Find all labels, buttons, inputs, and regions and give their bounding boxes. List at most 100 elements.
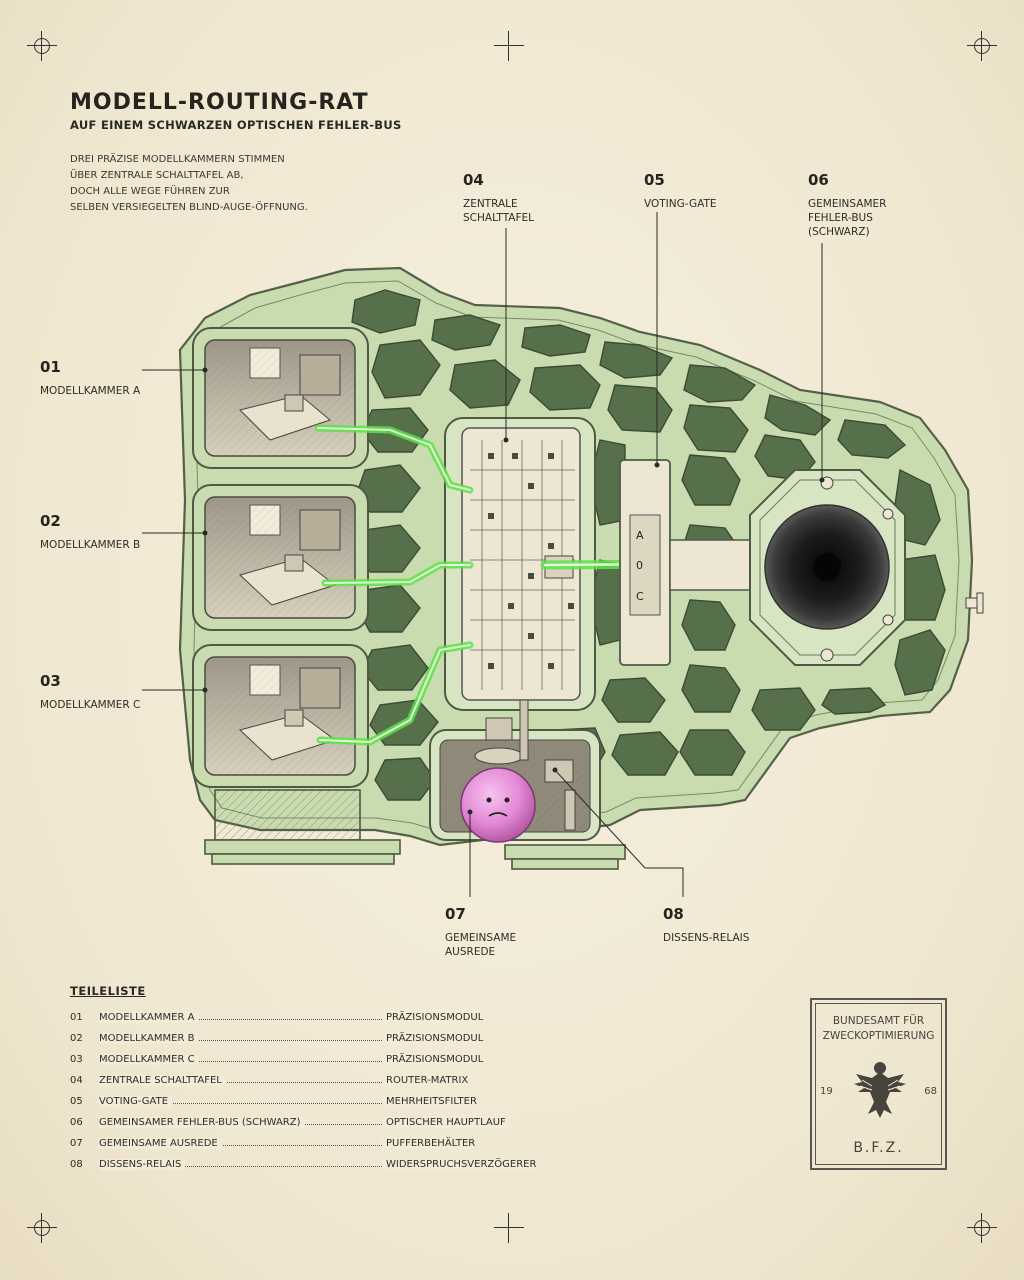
machine-feet [204, 789, 626, 870]
intro-line: DREI PRÄZISE MODELLKAMMERN STIMMEN [70, 154, 285, 165]
part-number: 01 [70, 1012, 83, 1023]
callout-number: 01 [40, 358, 61, 376]
callout-label-line: SCHALTTAFEL [463, 212, 535, 224]
callout-label-line: (SCHWARZ) [808, 226, 870, 238]
gate-letter-b: 0 [636, 559, 643, 572]
model-chamber-b [192, 484, 369, 631]
part-name: MODELLKAMMER A [99, 1012, 199, 1023]
parts-list-title: TEILELISTE [70, 984, 146, 998]
page-subtitle: AUF EINEM SCHWARZEN OPTISCHEN FEHLER-BUS [70, 118, 402, 132]
callout-label: MODELLKAMMER C [40, 698, 140, 712]
callout-08: 08 DISSENS-RELAIS [663, 905, 749, 945]
eagle-emblem-icon [854, 1062, 906, 1118]
callout-label-line: GEMEINSAME [445, 932, 517, 944]
part-number: 02 [70, 1033, 83, 1044]
callout-number: 08 [663, 905, 684, 923]
callout-06: 06 GEMEINSAMER FEHLER-BUS (SCHWARZ) [808, 171, 886, 239]
parts-row: 01 MODELLKAMMER A PRÄZISIONSMODUL [70, 1012, 540, 1033]
callout-label-line: DISSENS-RELAIS [663, 932, 750, 944]
part-desc: MEHRHEITSFILTER [382, 1096, 477, 1107]
callout-02: 02 MODELLKAMMER B [40, 512, 140, 552]
stamp-line: ZWECKOPTIMIERUNG [822, 1030, 935, 1042]
callout-number: 06 [808, 171, 829, 189]
part-number: 07 [70, 1138, 83, 1149]
callout-number: 02 [40, 512, 61, 530]
intro-text: DREI PRÄZISE MODELLKAMMERN STIMMEN ÜBER … [70, 152, 330, 216]
registration-mark-top-center [494, 31, 524, 61]
part-name-text: VOTING-GATE [99, 1096, 173, 1107]
part-name-text: GEMEINSAME AUSREDE [99, 1138, 222, 1149]
callout-label-line: ZENTRALE [463, 198, 518, 210]
parts-row: 03 MODELLKAMMER C PRÄZISIONSMODUL [70, 1054, 540, 1075]
callout-number: 03 [40, 672, 61, 690]
callout-label: GEMEINSAMER FEHLER-BUS (SCHWARZ) [808, 197, 886, 239]
callout-label-line: MODELLKAMMER A [40, 385, 141, 397]
part-name-text: ZENTRALE SCHALTTAFEL [99, 1075, 226, 1086]
stamp-initials: B.F.Z. [853, 1140, 904, 1156]
part-name: GEMEINSAMER FEHLER-BUS (SCHWARZ) [99, 1117, 305, 1128]
stamp-authority-name: BUNDESAMT FÜR ZWECKOPTIMIERUNG [812, 1014, 945, 1044]
callout-number: 07 [445, 905, 466, 923]
leader-lines [142, 212, 825, 897]
part-number: 03 [70, 1054, 83, 1065]
part-name: VOTING-GATE [99, 1096, 173, 1107]
callout-label: DISSENS-RELAIS [663, 931, 749, 945]
registration-mark-bottom-center [494, 1213, 524, 1243]
callout-label: GEMEINSAME AUSREDE [445, 931, 516, 959]
page-title: MODELL-ROUTING-RAT [70, 90, 369, 115]
part-number: 04 [70, 1075, 83, 1086]
part-name: GEMEINSAME AUSREDE [99, 1138, 222, 1149]
callout-label: VOTING-GATE [644, 197, 717, 211]
intro-line: ÜBER ZENTRALE SCHALTTAFEL AB, [70, 170, 244, 181]
part-desc: PRÄZISIONSMODUL [382, 1033, 484, 1044]
part-name-text: DISSENS-RELAIS [99, 1159, 186, 1170]
part-desc: PRÄZISIONSMODUL [382, 1054, 484, 1065]
registration-mark-bottom-left [27, 1213, 57, 1243]
callout-05: 05 VOTING-GATE [644, 171, 717, 211]
callout-07: 07 GEMEINSAME AUSREDE [445, 905, 516, 959]
callout-number: 05 [644, 171, 665, 189]
parts-row: 05 VOTING-GATE MEHRHEITSFILTER [70, 1096, 540, 1117]
callout-label-line: AUSREDE [445, 946, 496, 958]
stamp-line: BUNDESAMT FÜR [832, 1015, 925, 1027]
callout-number: 04 [463, 171, 484, 189]
callout-04: 04 ZENTRALE SCHALTTAFEL [463, 171, 534, 225]
gate-letter-a: A [636, 529, 644, 542]
callout-label-line: FEHLER-BUS [808, 212, 873, 224]
voting-gate: A 0 C [619, 459, 756, 666]
part-name: MODELLKAMMER C [99, 1054, 199, 1065]
part-desc: WIDERSPRUCHSVERZÖGERER [382, 1159, 537, 1170]
registration-mark-bottom-right [967, 1213, 997, 1243]
callout-label: MODELLKAMMER A [40, 384, 140, 398]
callout-label: ZENTRALE SCHALTTAFEL [463, 197, 534, 225]
part-desc: OPTISCHER HAUPTLAUF [382, 1117, 506, 1128]
part-number: 06 [70, 1117, 83, 1128]
part-name-text: MODELLKAMMER B [99, 1033, 199, 1044]
registration-mark-top-right [967, 31, 997, 61]
stamp-year-left: 19 [820, 1086, 833, 1097]
stamp-year-right: 68 [924, 1086, 937, 1097]
part-name-text: GEMEINSAMER FEHLER-BUS (SCHWARZ) [99, 1117, 305, 1128]
part-name-text: MODELLKAMMER C [99, 1054, 199, 1065]
part-name: MODELLKAMMER B [99, 1033, 199, 1044]
callout-label-line: GEMEINSAMER [808, 198, 887, 210]
error-bus-eye [749, 469, 984, 666]
callout-label: MODELLKAMMER B [40, 538, 140, 552]
part-name-text: MODELLKAMMER A [99, 1012, 199, 1023]
callout-03: 03 MODELLKAMMER C [40, 672, 140, 712]
callout-label-line: MODELLKAMMER B [40, 539, 141, 551]
intro-line: SELBEN VERSIEGELTEN BLIND-AUGE-ÖFFNUNG. [70, 202, 308, 213]
callout-label-line: MODELLKAMMER C [40, 699, 141, 711]
part-desc: PRÄZISIONSMODUL [382, 1012, 484, 1023]
part-number: 05 [70, 1096, 83, 1107]
callout-label-line: VOTING-GATE [644, 198, 717, 210]
callout-01: 01 MODELLKAMMER A [40, 358, 140, 398]
part-name: ZENTRALE SCHALTTAFEL [99, 1075, 226, 1086]
gate-letter-c: C [636, 590, 644, 603]
model-chamber-a [192, 327, 369, 469]
